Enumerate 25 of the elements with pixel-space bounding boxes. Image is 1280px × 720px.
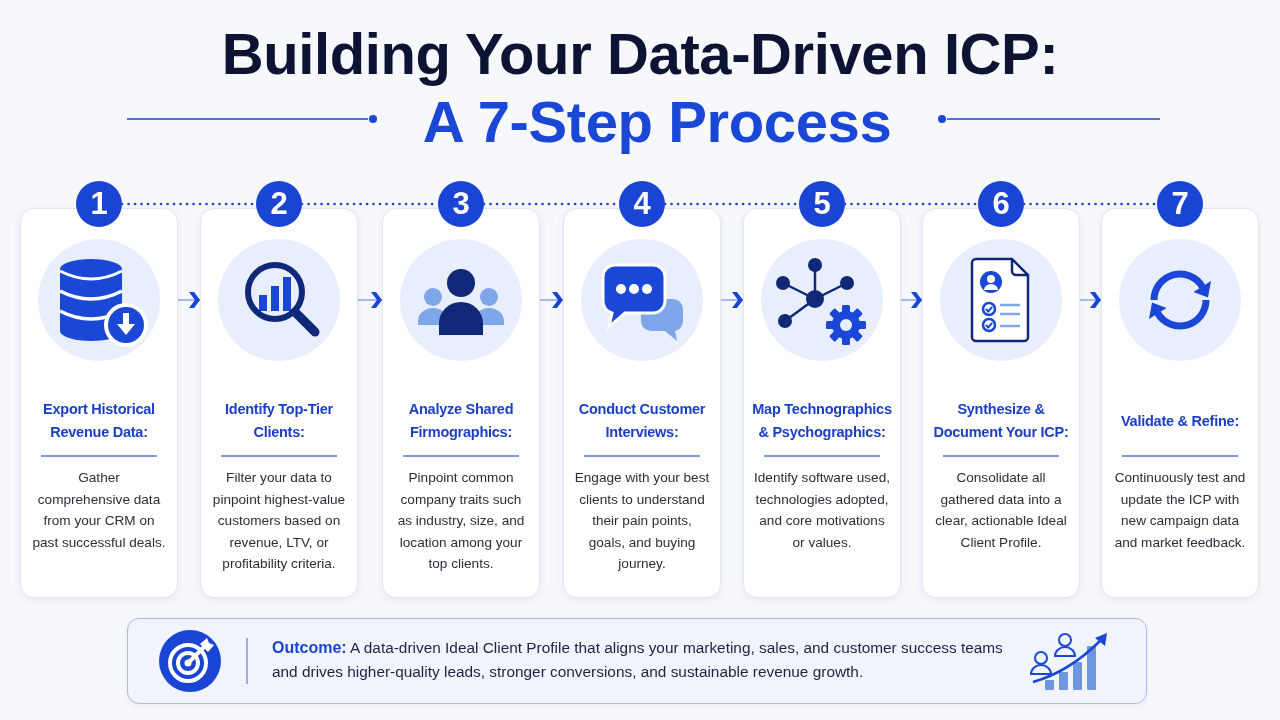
step-description: Gather comprehensive data from your CRM on past successful deals. (31, 469, 167, 552)
step-number: 7 (1157, 181, 1203, 227)
step-title: Validate & Refine: (1121, 411, 1239, 431)
step-number: 1 (76, 181, 122, 227)
step-number: 3 (438, 181, 484, 227)
step-number: 5 (799, 181, 845, 227)
step-title: Export Historical Revenue Data: (42, 400, 156, 442)
step-number: 6 (978, 181, 1024, 227)
step-number: 4 (619, 181, 665, 227)
step-description: Identify software used, technologies adopted, and core motivations or values. (754, 469, 890, 552)
step-description: Filter your data to pinpoint highest-value customers based on revenue, LTV, or profitability criteria. (211, 469, 347, 573)
step-description: Engage with your best clients to understand their pain points, goals, and buying journey. (574, 469, 710, 573)
step-title: Analyze Shared Firmographics: (407, 400, 515, 442)
outcome-text: Outcome: A data-driven Ideal Client Profile that aligns your marketing, sales, and customer success teams and drives higher-quality leads, stronger conversions, and sustainable revenue growth. (272, 638, 1004, 682)
step-description: Pinpoint common company traits such as industry, size, and location among your top clients. (396, 469, 526, 573)
step-description: Consolidate all gathered data into a clear, actionable Ideal Client Profile. (934, 469, 1068, 552)
step-title: Synthesize & Document Your ICP: (932, 400, 1070, 442)
step-title: Map Technographics & Psychographics: (751, 400, 893, 442)
title: Building Your Data-Driven ICP: (221, 22, 1059, 86)
step-description: Continuously test and update the ICP with new campaign data and market feedback. (1113, 469, 1247, 552)
step-title: Conduct Customer Interviews: (577, 400, 707, 442)
step-number: 2 (256, 181, 302, 227)
step-title: Identify Top-Tier Clients: (224, 400, 334, 442)
outcome-panel (127, 618, 1147, 704)
subtitle: A 7-Step Process (422, 90, 892, 154)
